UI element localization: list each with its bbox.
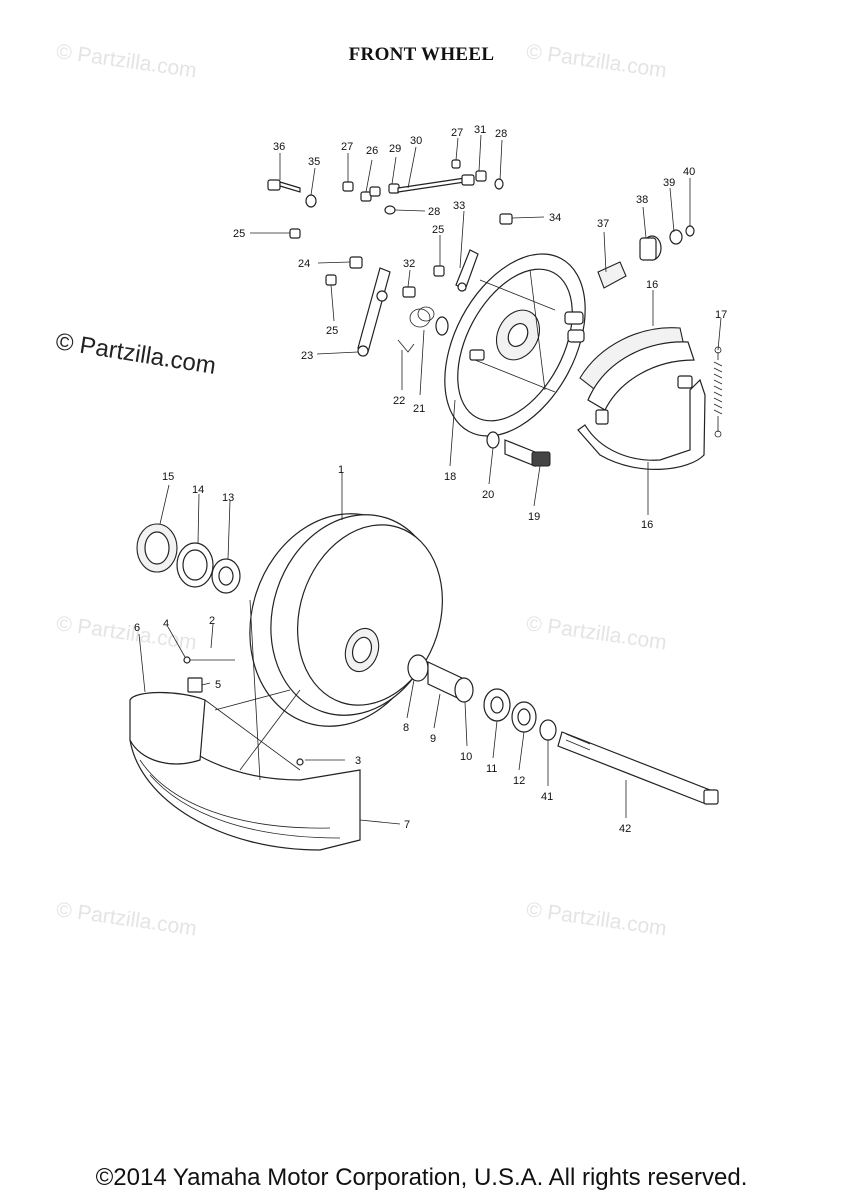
callout-15: 15 (162, 471, 174, 483)
callout-2: 2 (209, 615, 215, 627)
brake-camshaft (486, 431, 551, 467)
callout-21: 21 (413, 403, 425, 415)
callout-22: 22 (393, 395, 405, 407)
callout-41: 41 (541, 791, 553, 803)
callout-35: 35 (308, 156, 320, 168)
callout-25-left: 25 (233, 228, 245, 240)
callout-16-top: 16 (646, 279, 658, 291)
callout-33: 33 (453, 200, 465, 212)
leader-lines (138, 134, 722, 825)
callout-14: 14 (192, 484, 204, 496)
callout-20: 20 (482, 489, 494, 501)
hub-gear-parts (136, 523, 241, 594)
callout-12: 12 (513, 775, 525, 787)
callout-40: 40 (683, 166, 695, 178)
callout-37: 37 (597, 218, 609, 230)
callout-3: 3 (355, 755, 361, 767)
callout-5: 5 (215, 679, 221, 691)
axle-spacers-bearings (407, 654, 557, 741)
callout-27-left: 27 (341, 141, 353, 153)
callout-38: 38 (636, 194, 648, 206)
diagram-title: FRONT WHEEL (348, 44, 495, 65)
front-axle (557, 731, 719, 805)
callout-labels: 1 2 3 4 5 6 7 8 9 10 11 12 13 14 15 16 1… (134, 124, 727, 835)
callout-25-lower: 25 (326, 325, 338, 337)
callout-39: 39 (663, 177, 675, 189)
callout-27-right: 27 (451, 127, 463, 139)
callout-28-mid: 28 (428, 206, 440, 218)
callout-13: 13 (222, 492, 234, 504)
callout-17: 17 (715, 309, 727, 321)
callout-34: 34 (549, 212, 561, 224)
callout-19: 19 (528, 511, 540, 523)
callout-32: 32 (403, 258, 415, 270)
callout-36: 36 (273, 141, 285, 153)
callout-10: 10 (460, 751, 472, 763)
callout-9: 9 (430, 733, 436, 745)
brake-arm (357, 267, 391, 357)
callout-25-mid: 25 (432, 224, 444, 236)
return-spring (713, 346, 723, 438)
callout-30: 30 (410, 135, 422, 147)
callout-24: 24 (298, 258, 310, 270)
callout-16-bottom: 16 (641, 519, 653, 531)
callout-29: 29 (389, 143, 401, 155)
callout-26: 26 (366, 145, 378, 157)
callout-31: 31 (474, 124, 486, 136)
callout-28-top: 28 (495, 128, 507, 140)
wheel-hub (249, 513, 443, 727)
brake-shoe-set (577, 327, 706, 471)
callout-18: 18 (444, 471, 456, 483)
callout-7: 7 (404, 819, 410, 831)
callout-6: 6 (134, 622, 140, 634)
callout-1: 1 (338, 464, 344, 476)
cam-lever (455, 249, 479, 292)
callout-42: 42 (619, 823, 631, 835)
rim-tire (129, 599, 361, 851)
callout-23: 23 (301, 350, 313, 362)
callout-8: 8 (403, 722, 409, 734)
callout-11: 11 (486, 763, 497, 775)
copyright-footer: ©2014 Yamaha Motor Corporation, U.S.A. A… (95, 1164, 748, 1191)
callout-4: 4 (163, 618, 169, 630)
speedometer-gear-parts (597, 225, 695, 289)
brake-panel (444, 253, 586, 437)
